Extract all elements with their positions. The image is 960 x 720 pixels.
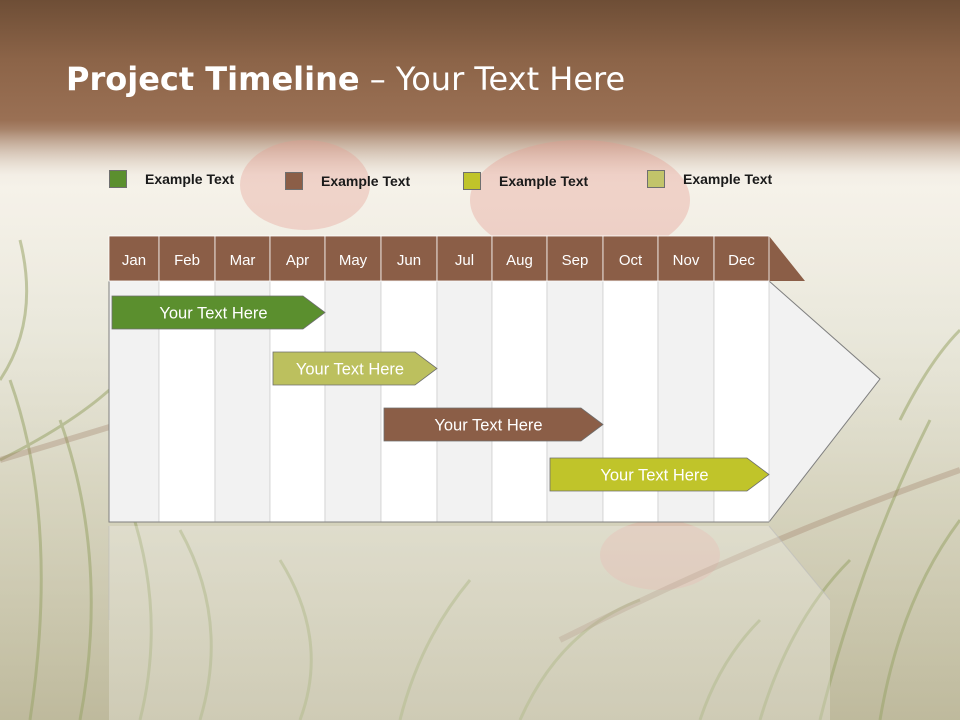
month-header-cell <box>380 235 438 282</box>
legend-swatch <box>285 172 303 190</box>
month-column <box>436 280 493 523</box>
legend-item: Example Text <box>463 172 588 190</box>
task-bar-3[interactable] <box>383 407 604 442</box>
month-column <box>491 280 548 523</box>
month-header-cell <box>436 235 493 282</box>
legend-swatch <box>109 170 127 188</box>
month-header-cell <box>713 235 770 282</box>
legend-swatch <box>463 172 481 190</box>
month-header-cell <box>214 235 271 282</box>
legend-label: Example Text <box>321 173 411 189</box>
month-column <box>324 280 382 523</box>
legend-item: Example Text <box>647 170 772 188</box>
legend-item: Example Text <box>285 172 410 190</box>
task-bar-4[interactable] <box>549 457 770 492</box>
task-bar-label-3: Your Text Here <box>434 417 542 435</box>
month-label-feb: Feb <box>174 252 200 269</box>
month-column <box>380 280 438 523</box>
task-bar-label-2: Your Text Here <box>296 361 404 379</box>
month-label-apr: Apr <box>286 252 309 269</box>
legend-label: Example Text <box>145 171 235 187</box>
legend-label: Example Text <box>499 173 589 189</box>
month-label-sep: Sep <box>562 252 589 269</box>
month-header-cell <box>602 235 659 282</box>
title-rest: – Your Text Here <box>359 60 626 98</box>
task-bar-1[interactable] <box>111 295 326 330</box>
month-label-oct: Oct <box>619 252 643 269</box>
month-label-nov: Nov <box>673 252 700 269</box>
background-flower <box>240 140 370 230</box>
month-header-cell <box>158 235 216 282</box>
month-header-cell <box>546 235 604 282</box>
month-header-cell <box>657 235 715 282</box>
month-label-jun: Jun <box>397 252 421 269</box>
page-title: Project Timeline – Your Text Here <box>66 60 625 98</box>
task-bar-label-4: Your Text Here <box>600 467 708 485</box>
legend-item: Example Text <box>109 170 234 188</box>
month-label-may: May <box>339 252 368 269</box>
task-bar-label-1: Your Text Here <box>159 305 267 323</box>
month-label-aug: Aug <box>506 252 533 269</box>
month-label-mar: Mar <box>230 252 256 269</box>
chart-reflection <box>109 526 830 720</box>
background-flower <box>600 520 720 590</box>
month-header-cell <box>269 235 326 282</box>
timeline-border <box>108 281 769 523</box>
legend-swatch <box>647 170 665 188</box>
month-label-jul: Jul <box>455 252 474 269</box>
month-label-jan: Jan <box>122 252 146 269</box>
task-bar-2[interactable] <box>272 351 438 386</box>
title-bold: Project Timeline <box>66 60 360 98</box>
month-header-cell <box>324 235 382 282</box>
month-label-dec: Dec <box>728 252 755 269</box>
month-header-cell <box>491 235 548 282</box>
chart-reflection-edge <box>108 525 831 620</box>
legend-label: Example Text <box>683 171 773 187</box>
